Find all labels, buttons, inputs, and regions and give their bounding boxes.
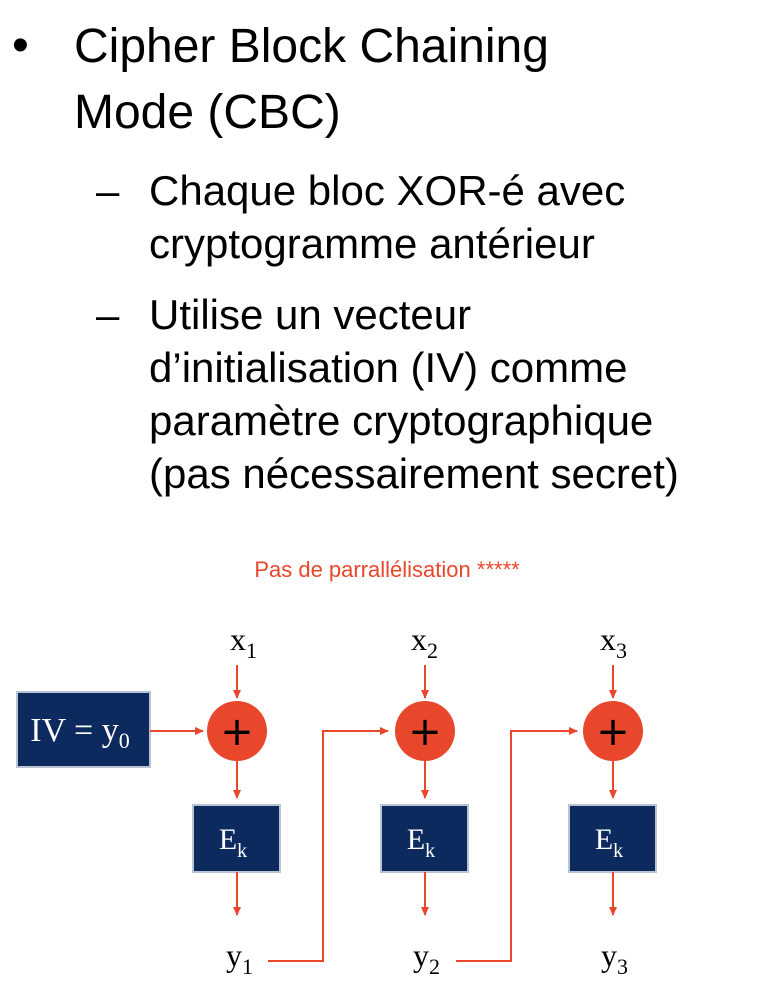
y2-label: y2 <box>413 937 440 979</box>
slide-title: Cipher Block Chaining Mode (CBC) <box>74 14 764 146</box>
sub-bullet-1-line-1: Chaque bloc XOR-é avec <box>149 167 626 214</box>
xor-plus-icon: + <box>408 709 442 755</box>
sub-bullet-2-line-1: Utilise un vecteur <box>149 291 472 338</box>
encrypt-label-1: Ek <box>219 823 247 862</box>
encrypt-box-2: Ek <box>380 804 469 873</box>
xor-circle-1: + <box>207 701 267 761</box>
xor-plus-icon: + <box>220 709 254 755</box>
parallelization-note: Pas de parrallélisation ***** <box>254 557 520 582</box>
encrypt-label-3: Ek <box>595 823 623 862</box>
x3-label: x3 <box>600 621 627 663</box>
sub-bullet-1-line-2: cryptogramme antérieur <box>149 220 595 267</box>
sub-bullet-dash-1: – <box>96 167 120 214</box>
slide-title-line-1: Cipher Block Chaining <box>74 20 549 73</box>
encrypt-box-1: Ek <box>192 804 281 873</box>
xor-circle-3: + <box>583 701 643 761</box>
sub-bullet-2-line-2: d’initialisation (IV) comme <box>149 344 628 391</box>
bullet-dot: • <box>12 19 29 72</box>
sub-bullet-2: Utilise un vecteur d’initialisation (IV)… <box>149 288 769 500</box>
x2-label: x2 <box>411 621 438 663</box>
xor-circle-2: + <box>395 701 455 761</box>
y2-to-xor3-arrow <box>456 727 578 962</box>
sub-bullet-2-line-4: (pas nécessairement secret) <box>149 450 679 497</box>
slide-title-line-2: Mode (CBC) <box>74 86 341 139</box>
sub-bullet-2-line-3: paramètre cryptographique <box>149 397 654 444</box>
y1-to-xor2-arrow <box>268 727 389 962</box>
sub-bullet-1: Chaque bloc XOR-é avec cryptogramme anté… <box>149 164 769 270</box>
encrypt-box-3: Ek <box>568 804 657 873</box>
y3-label: y3 <box>601 937 628 979</box>
y1-label: y1 <box>226 937 253 979</box>
encrypt-label-2: Ek <box>407 823 435 862</box>
iv-box: IV = y0 <box>16 691 151 768</box>
iv-label: IV = y0 <box>30 712 129 753</box>
x1-label: x1 <box>230 621 257 663</box>
xor-plus-icon: + <box>596 709 630 755</box>
sub-bullet-dash-2: – <box>96 291 120 338</box>
